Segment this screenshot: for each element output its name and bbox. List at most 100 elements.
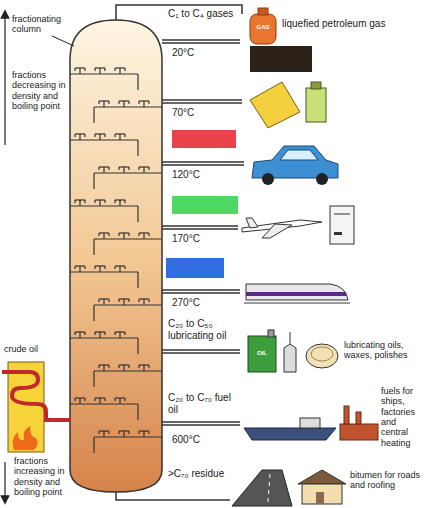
column-trays	[70, 68, 162, 453]
tray-stroke	[74, 134, 75, 137]
tray-stroke	[148, 299, 149, 302]
tray-stroke	[103, 233, 104, 239]
tray-stroke	[119, 298, 129, 299]
tray-stroke	[137, 140, 138, 156]
tray-stroke	[139, 298, 149, 299]
tray-stroke	[119, 332, 120, 338]
tray-stroke	[95, 265, 105, 266]
tray-stroke	[99, 232, 109, 233]
tray-stroke	[93, 107, 94, 123]
tray-stroke	[128, 365, 129, 368]
tray-stroke	[74, 200, 75, 203]
tray-stroke	[148, 167, 149, 170]
tray-stroke	[143, 101, 144, 107]
tray-stroke	[124, 134, 125, 137]
tray-stroke	[115, 265, 125, 266]
tray-stroke	[119, 232, 129, 233]
tray-stroke	[79, 200, 80, 206]
tray-stroke	[119, 134, 120, 140]
tray-stroke	[119, 200, 120, 206]
tray-stroke	[114, 200, 115, 203]
tray-stroke	[128, 299, 129, 302]
tray-stroke	[123, 299, 124, 305]
tray-stroke	[124, 266, 125, 269]
tray-stroke	[79, 332, 80, 338]
train-icon	[244, 284, 350, 303]
tray-stroke	[119, 398, 120, 404]
tray-stroke	[84, 266, 85, 269]
tray-stroke	[99, 200, 100, 206]
tray-stroke	[75, 67, 85, 68]
tray-stroke	[128, 101, 129, 104]
tray-stroke	[95, 133, 105, 134]
tray-stroke	[139, 364, 149, 365]
tray-stroke	[94, 134, 95, 137]
tray-stroke	[98, 365, 99, 368]
tray-stroke	[99, 266, 100, 272]
leader-line	[52, 36, 74, 46]
tray-stroke	[108, 167, 109, 170]
tray-stroke	[95, 199, 105, 200]
tray-stroke	[79, 398, 80, 404]
tray-stroke	[93, 371, 94, 387]
tray-stroke	[99, 332, 100, 338]
tray-stroke	[79, 68, 80, 74]
tray-stroke	[148, 365, 149, 368]
tray-stroke	[74, 332, 75, 335]
fuel-packets	[250, 82, 326, 128]
tray-stroke	[128, 167, 129, 170]
tray-stroke	[99, 134, 100, 140]
tray-stroke	[84, 200, 85, 203]
tray-stroke	[115, 133, 125, 134]
tray-stroke	[103, 431, 104, 437]
label-text: fractionating column	[12, 14, 68, 35]
tray-stroke	[118, 101, 119, 104]
tray-stroke	[143, 431, 144, 437]
black-patch	[250, 46, 312, 72]
label-text: fuels for ships, factories and central h…	[381, 386, 425, 448]
tray-stroke	[119, 68, 120, 74]
side-pipes	[116, 40, 244, 500]
tray-stroke	[123, 365, 124, 371]
tray-stroke	[114, 398, 115, 401]
tray-stroke	[108, 233, 109, 236]
label-text: GAS	[250, 24, 276, 31]
tray-stroke	[123, 431, 124, 437]
factory-icon	[340, 406, 378, 440]
tray-stroke	[84, 134, 85, 137]
tray-stroke	[74, 398, 75, 401]
tray-stroke	[108, 431, 109, 434]
tray-stroke	[94, 398, 95, 401]
tray-stroke	[138, 299, 139, 302]
tray-stroke	[143, 233, 144, 239]
tray-stroke	[99, 298, 109, 299]
label-text: >C₇₀ residue	[168, 468, 230, 480]
tray-stroke	[104, 332, 105, 335]
label-text: C₂₀ to C₇₀ fuel oil	[168, 392, 238, 415]
computer-icon	[330, 206, 354, 244]
tray-stroke	[84, 332, 85, 335]
plane-icon	[242, 218, 322, 238]
tray-stroke	[128, 233, 129, 236]
tray-stroke	[104, 398, 105, 401]
tray-stroke	[118, 299, 119, 302]
tray-stroke	[94, 68, 95, 71]
label-text: C₂₀ to C₅₀ lubricating oil	[168, 318, 240, 341]
label-text: C₁ to C₄ gases	[168, 8, 240, 20]
tray-stroke	[139, 430, 149, 431]
car-icon	[252, 146, 338, 185]
tray-stroke	[137, 272, 138, 288]
tray-stroke	[98, 167, 99, 170]
up-arrow	[4, 14, 5, 145]
house-icon	[298, 470, 346, 504]
tray-stroke	[104, 134, 105, 137]
tray-stroke	[103, 101, 104, 107]
lubricant-icons	[248, 330, 338, 372]
tray-stroke	[75, 199, 85, 200]
label-text: 120°C	[172, 169, 212, 181]
tray-stroke	[118, 233, 119, 236]
tray-stroke	[108, 299, 109, 302]
tray-stroke	[115, 199, 125, 200]
tray-stroke	[99, 68, 100, 74]
